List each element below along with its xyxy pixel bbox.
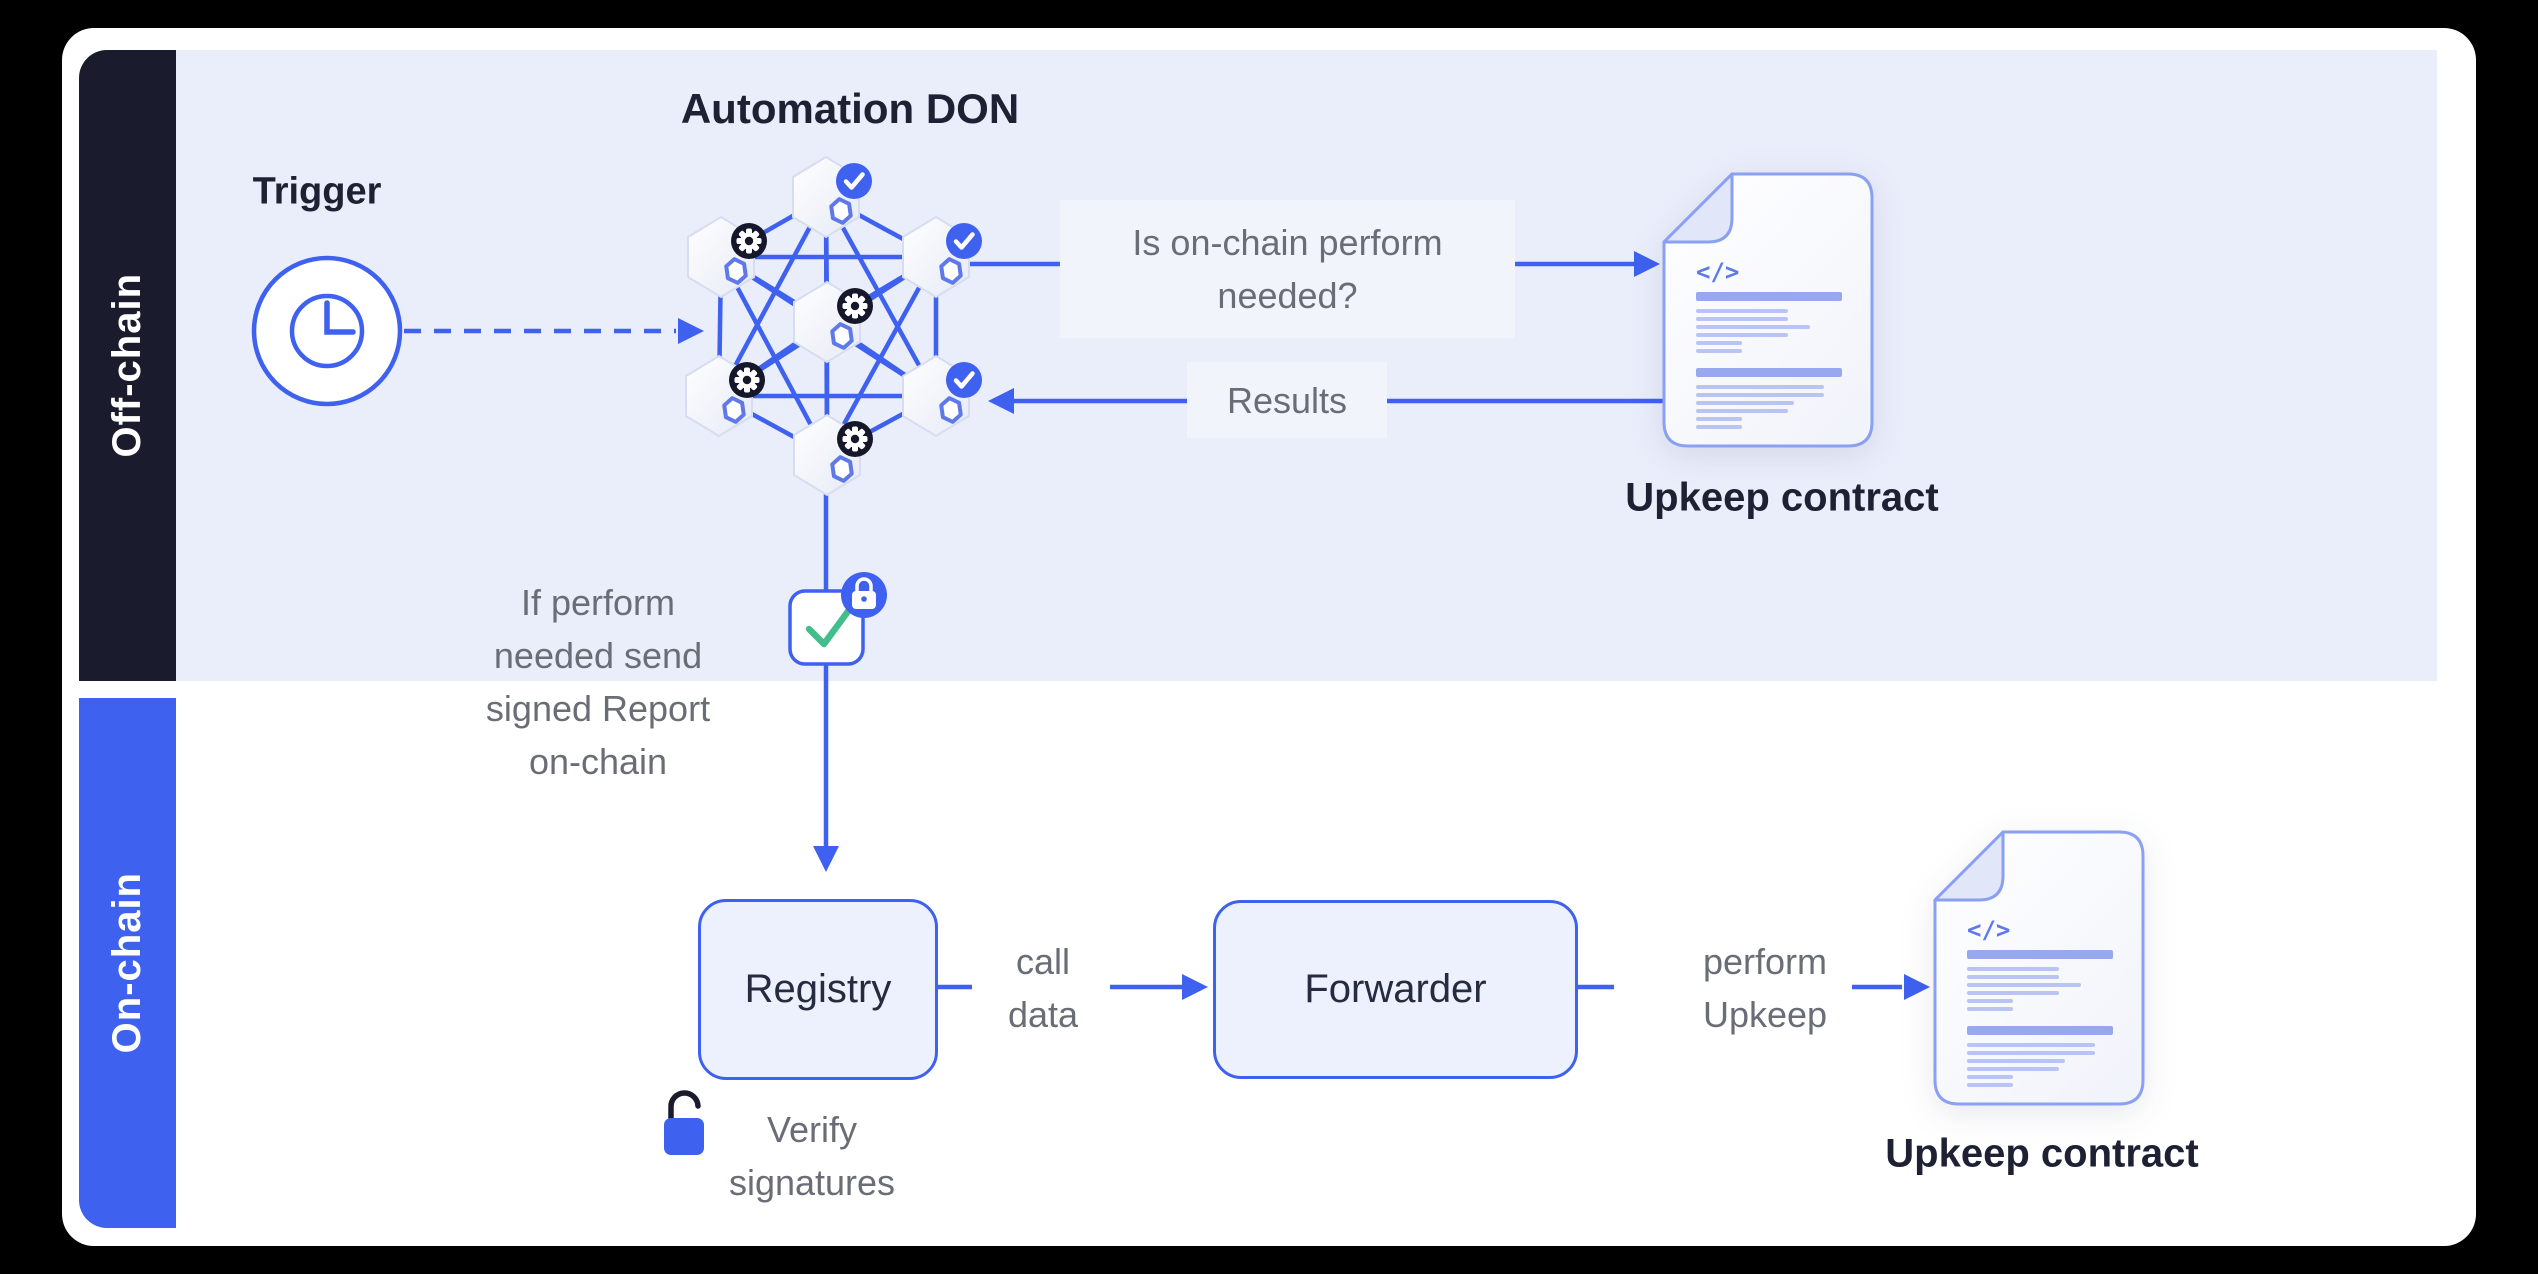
question-line1: Is on-chain perform — [1132, 222, 1443, 263]
offchain-section-bar: Off-chain — [79, 50, 176, 681]
is-perform-needed-label: Is on-chain perform needed? — [1060, 200, 1515, 338]
offchain-section-label: Off-chain — [105, 273, 149, 458]
upkeep-contract-label-bottom: Upkeep contract — [1885, 1131, 2199, 1176]
perform-upkeep-label: perform Upkeep — [1702, 941, 1828, 1035]
forwarder-label: Forwarder — [1304, 967, 1487, 1011]
trigger-label: Trigger — [252, 170, 382, 213]
results-label: Results — [1187, 362, 1387, 438]
registry-box: Registry — [698, 899, 938, 1080]
onchain-section-bar: On-chain — [79, 698, 176, 1228]
automation-don-title: Automation DON — [680, 85, 1020, 132]
if-perform-label: If perform needed send signed Report on-… — [485, 582, 711, 782]
call-data-label: call data — [1007, 941, 1079, 1035]
question-line2: needed? — [1217, 275, 1358, 316]
forwarder-box: Forwarder — [1213, 900, 1578, 1079]
registry-label: Registry — [744, 967, 892, 1011]
onchain-section-label: On-chain — [105, 872, 149, 1054]
upkeep-contract-label-top: Upkeep contract — [1625, 475, 1939, 520]
verify-signatures-label: Verify signatures — [728, 1109, 896, 1203]
